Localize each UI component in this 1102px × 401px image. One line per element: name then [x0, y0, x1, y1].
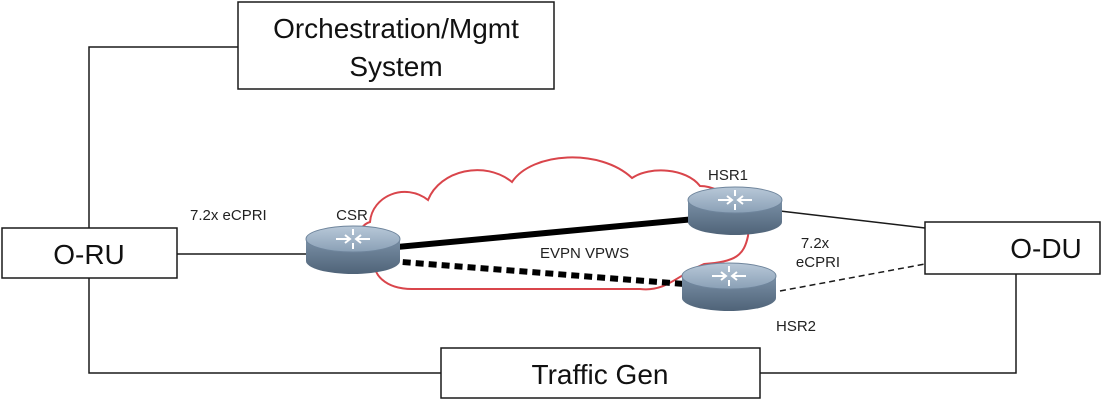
- traffic-gen-label: Traffic Gen: [532, 359, 669, 390]
- router-hsr2[interactable]: [681, 262, 777, 311]
- oru-csr-link-label: 7.2x eCPRI: [190, 207, 267, 224]
- hsr-odu-link-label-line2: eCPRI: [796, 254, 840, 271]
- control-lines: [88, 46, 1017, 374]
- router-arrows-icon: [336, 229, 370, 249]
- orchestration-mgmt-box[interactable]: Orchestration/Mgmt System: [237, 1, 555, 90]
- router-csr[interactable]: [305, 225, 401, 274]
- odu-label: O-DU: [1010, 233, 1082, 264]
- csr-label: CSR: [336, 207, 368, 224]
- transport-network-cloud: [357, 156, 750, 291]
- overlay-service-label: EVPN VPWS: [540, 245, 629, 262]
- orchestration-label-line1: Orchestration/Mgmt: [273, 13, 519, 44]
- router-hsr1[interactable]: [687, 186, 783, 235]
- hsr-odu-link-label-line1: 7.2x: [801, 235, 830, 252]
- traffic-gen-box[interactable]: Traffic Gen: [440, 347, 761, 399]
- router-arrows-icon: [712, 266, 746, 286]
- odu-box[interactable]: O-DU: [924, 221, 1101, 275]
- oru-to-traffic-gen-line: [88, 278, 441, 374]
- hsr2-to-odu-line: [779, 263, 926, 292]
- hsr1-to-odu-line: [779, 210, 926, 229]
- mgmt-to-oru-line: [88, 46, 238, 228]
- hsr1-label: HSR1: [708, 167, 748, 184]
- oru-box[interactable]: O-RU: [1, 227, 178, 279]
- traffic-gen-to-odu-line: [760, 274, 1017, 374]
- oru-label: O-RU: [53, 239, 125, 270]
- router-arrows-icon: [718, 190, 752, 210]
- orchestration-label-line2: System: [349, 51, 442, 82]
- hsr2-label: HSR2: [776, 318, 816, 335]
